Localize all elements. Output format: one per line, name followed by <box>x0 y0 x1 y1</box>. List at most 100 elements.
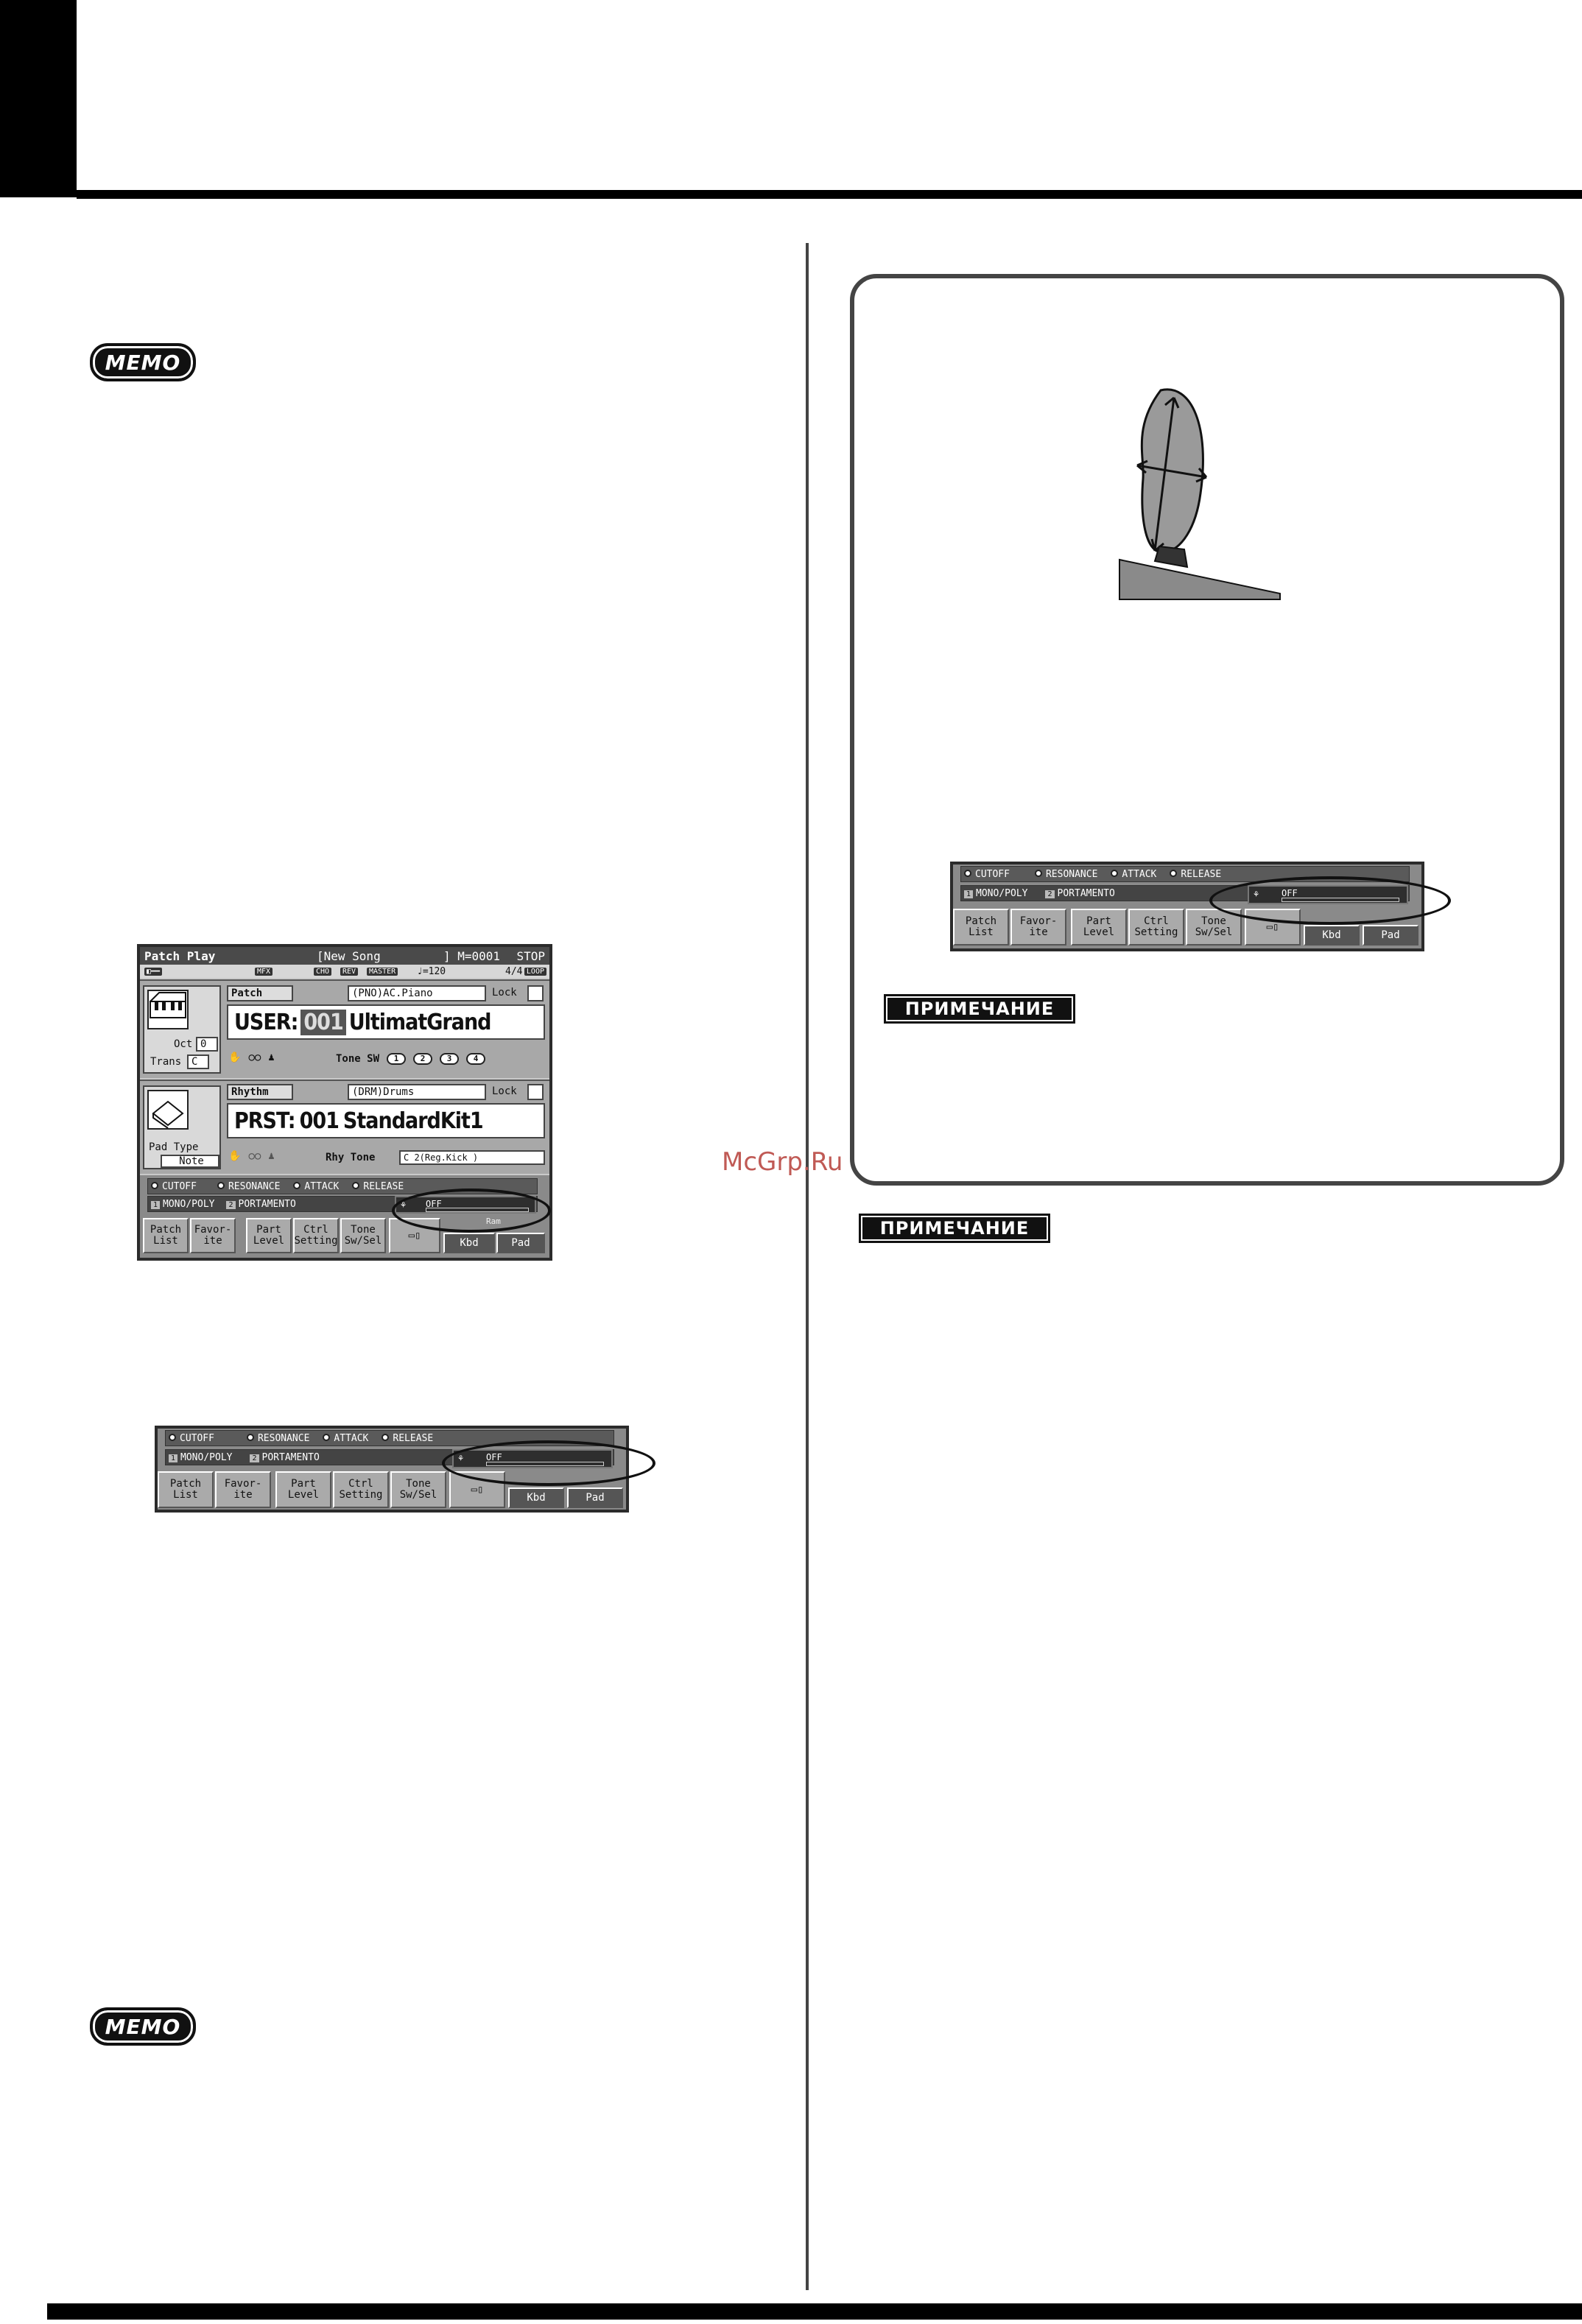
rhythm-section: Pad Type Note Rhythm (DRM)Drums Lock PRS… <box>140 1080 549 1174</box>
hand-icon: ✋ <box>228 1150 242 1162</box>
tone-sw-row: Tone SW 1 2 3 4 <box>336 1053 486 1065</box>
keyboard-icon <box>147 990 189 1029</box>
pad-button[interactable]: Pad <box>1363 925 1418 946</box>
highlight-ellipse <box>392 1189 551 1233</box>
trans-label: Trans <box>150 1056 182 1068</box>
patch-name: UltimatGrand <box>348 1009 492 1035</box>
footer-rule <box>47 2303 1582 2320</box>
kbd-button[interactable]: Kbd <box>443 1233 495 1253</box>
wheel-icon: ○○ <box>248 1052 261 1063</box>
highlight-ellipse <box>442 1440 655 1486</box>
patch-list-button[interactable]: Patch List <box>143 1218 189 1253</box>
trans-field[interactable]: C <box>187 1054 209 1069</box>
knob-attack[interactable]: ATTACK <box>1111 869 1156 880</box>
knob-release[interactable]: RELEASE <box>1170 869 1221 880</box>
tone-sw-2[interactable]: 2 <box>413 1053 433 1065</box>
pad-button[interactable]: Pad <box>567 1487 623 1508</box>
knob-attack[interactable]: ATTACK <box>323 1433 368 1444</box>
rhythm-label: Rhythm <box>227 1084 293 1100</box>
rhythm-bank: PRST: <box>234 1108 296 1134</box>
mfx-chip: MFX <box>255 967 273 976</box>
knob-cutoff[interactable]: CUTOFF <box>169 1433 214 1444</box>
patch-category[interactable]: (PNO)AC.Piano <box>348 985 486 1001</box>
measure: ] M=0001 <box>443 948 501 963</box>
pad-type-label: Pad Type <box>149 1141 199 1153</box>
lock-checkbox[interactable] <box>527 1084 544 1100</box>
favorite-button[interactable]: Favor- ite <box>1010 909 1066 946</box>
tone-sw-1[interactable]: 1 <box>387 1053 407 1065</box>
wheel-icon: ○○ <box>248 1150 261 1162</box>
knob-resonance[interactable]: RESONANCE <box>1034 869 1097 880</box>
tempo: ♩=120 <box>417 965 446 977</box>
hand-icon: ✋ <box>228 1052 242 1063</box>
knob-cutoff[interactable]: CUTOFF <box>964 869 1010 880</box>
rhythm-category[interactable]: (DRM)Drums <box>348 1084 486 1100</box>
rhythm-icon-box: Pad Type Note <box>143 1085 221 1169</box>
pad-button[interactable]: Pad <box>496 1233 545 1253</box>
knob-resonance[interactable]: RESONANCE <box>246 1433 309 1444</box>
patch-name-display[interactable]: USER: 001 UltimatGrand <box>227 1004 545 1040</box>
patch-section: Oct 0 Trans C Patch (PNO)AC.Piano Lock U… <box>140 979 549 1078</box>
ctrl-setting-button[interactable]: Ctrl Setting <box>333 1471 389 1508</box>
loop-chip: LOOP <box>524 967 546 976</box>
highlight-ellipse <box>1209 876 1451 925</box>
master-chip: MASTER <box>367 967 398 976</box>
patch-play-screen: Patch Play [New Song ] M=0001 STOP ◧━━ M… <box>137 944 552 1261</box>
ctrl-setting-button[interactable]: Ctrl Setting <box>293 1218 339 1253</box>
pad-icon <box>147 1090 189 1130</box>
part-level-button[interactable]: Part Level <box>246 1218 292 1253</box>
column-divider <box>806 243 809 2290</box>
memo-badge: MEMO <box>90 343 196 381</box>
header-rule <box>77 190 1582 199</box>
knob-release[interactable]: RELEASE <box>382 1433 433 1444</box>
pad-type-field[interactable]: Note <box>161 1155 219 1168</box>
lock-label: Lock <box>492 1085 517 1097</box>
tone-sw-sel-button[interactable]: Tone Sw/Sel <box>340 1218 386 1253</box>
chapter-tab <box>0 0 77 197</box>
note-label: ПРИМЕЧАНИЕ <box>884 994 1075 1024</box>
knob-release[interactable]: RELEASE <box>352 1181 404 1192</box>
rhythm-ctrl-icons: ✋ ○○ ♟ <box>228 1150 275 1162</box>
joystick-icon: ♟ <box>268 1150 275 1162</box>
tone-sw-4[interactable]: 4 <box>466 1053 486 1065</box>
level-meter-icon: ◧━━ <box>144 967 163 976</box>
screen-titlebar: Patch Play [New Song ] M=0001 STOP <box>140 947 549 965</box>
patch-list-button[interactable]: Patch List <box>158 1471 214 1508</box>
patch-bank: USER: <box>234 1009 298 1035</box>
joystick-icon: ♟ <box>268 1052 275 1063</box>
rhythm-number: 001 <box>299 1108 340 1134</box>
tone-sw-3[interactable]: 3 <box>440 1053 460 1065</box>
favorite-button[interactable]: Favor- ite <box>190 1218 236 1253</box>
note-label: ПРИМЕЧАНИЕ <box>859 1214 1050 1243</box>
patch-icon-box: Oct 0 Trans C <box>143 985 221 1074</box>
time-signature: 4/4 <box>505 965 523 977</box>
rhythm-name-display[interactable]: PRST: 001 StandardKit1 <box>227 1103 545 1138</box>
patch-list-button[interactable]: Patch List <box>953 909 1009 946</box>
rhy-tone-field[interactable]: C 2(Reg.Kick ) <box>399 1150 545 1165</box>
lock-checkbox[interactable] <box>527 985 544 1001</box>
part-level-button[interactable]: Part Level <box>275 1471 331 1508</box>
kbd-button[interactable]: Kbd <box>1304 925 1360 946</box>
part-level-button[interactable]: Part Level <box>1071 909 1127 946</box>
ctrl-setting-button[interactable]: Ctrl Setting <box>1128 909 1184 946</box>
knob-attack[interactable]: ATTACK <box>293 1181 339 1192</box>
favorite-button[interactable]: Favor- ite <box>215 1471 271 1508</box>
knob-cutoff[interactable]: CUTOFF <box>151 1181 197 1192</box>
kbd-button[interactable]: Kbd <box>508 1487 564 1508</box>
rev-chip: REV <box>340 967 359 976</box>
knob-resonance[interactable]: RESONANCE <box>217 1181 280 1192</box>
patch-label: Patch <box>227 985 293 1001</box>
tone-sw-sel-button[interactable]: Tone Sw/Sel <box>390 1471 446 1508</box>
memo-badge: MEMO <box>90 2007 196 2046</box>
lock-label: Lock <box>492 987 517 999</box>
screen-title: Patch Play <box>144 948 216 963</box>
rhythm-name: StandardKit1 <box>342 1108 484 1134</box>
oct-field[interactable]: 0 <box>196 1037 218 1052</box>
